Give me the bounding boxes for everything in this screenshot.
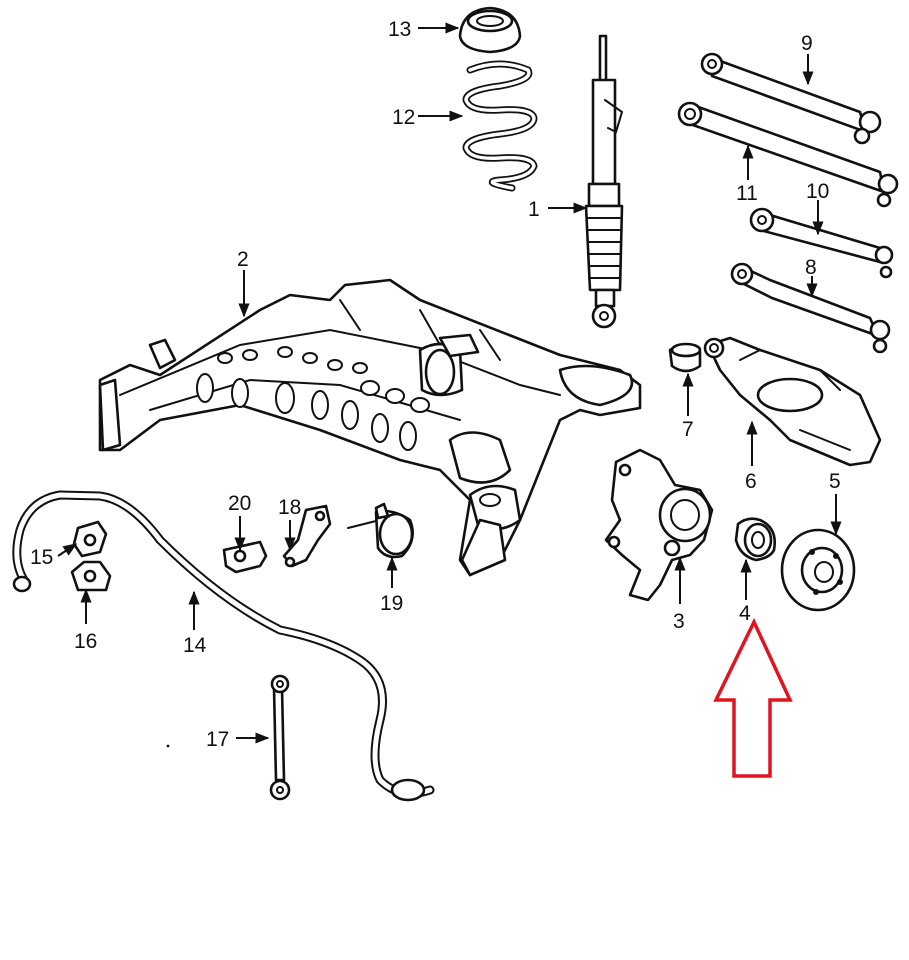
callout-14: 14 xyxy=(183,634,207,657)
callout-8: 8 xyxy=(805,256,817,279)
lower-link-part xyxy=(730,262,891,354)
subframe-lightening-holes xyxy=(196,346,501,507)
bushing-bracket-part xyxy=(70,560,112,592)
stray-dot xyxy=(166,744,170,748)
callout-7: 7 xyxy=(682,418,694,441)
callout-18: 18 xyxy=(278,496,301,519)
callout-2: 2 xyxy=(237,248,249,271)
callout-17: 17 xyxy=(206,728,229,751)
stabilizer-link-part xyxy=(269,674,291,801)
callout-4: 4 xyxy=(739,602,751,625)
callout-11: 11 xyxy=(736,182,758,205)
stabilizer-bushing-part xyxy=(72,520,108,558)
callout-3: 3 xyxy=(673,610,685,633)
callout-labels: 13 12 1 2 9 11 10 8 7 6 5 4 3 20 18 19 1… xyxy=(30,18,841,751)
shock-absorber-part xyxy=(584,34,624,329)
callout-5: 5 xyxy=(829,470,841,493)
highlight-up-arrow xyxy=(713,617,793,778)
tie-rod-part xyxy=(749,207,894,279)
leader-lines xyxy=(57,22,842,744)
clip-part xyxy=(222,540,268,574)
control-arm-part xyxy=(677,101,899,208)
callout-20: 20 xyxy=(228,492,251,515)
mount-part xyxy=(347,502,414,559)
callout-19: 19 xyxy=(380,592,403,615)
callout-9: 9 xyxy=(801,32,813,55)
leader-15 xyxy=(57,543,78,557)
upper-link-part xyxy=(700,52,882,145)
callout-1: 1 xyxy=(528,198,540,221)
callout-12: 12 xyxy=(392,106,415,129)
spring-pad-part xyxy=(458,6,522,54)
coil-spring-part xyxy=(462,60,538,192)
callout-6: 6 xyxy=(745,470,757,493)
callout-15: 15 xyxy=(30,546,53,569)
callout-10: 10 xyxy=(806,180,829,203)
knuckle-part xyxy=(604,448,714,602)
bushing-part xyxy=(668,342,702,373)
stabilizer-bar-part xyxy=(12,490,435,802)
callout-13: 13 xyxy=(388,18,411,41)
callout-16: 16 xyxy=(74,630,97,653)
subframe-part xyxy=(98,278,642,577)
trailing-arm-part xyxy=(703,336,882,467)
brake-rotor-part xyxy=(780,528,856,612)
wheel-bearing-part xyxy=(734,517,776,562)
